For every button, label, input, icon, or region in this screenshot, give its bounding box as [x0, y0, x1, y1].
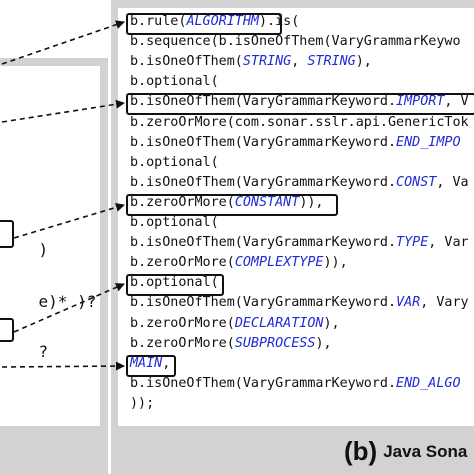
- left-highlight-box-2: [0, 318, 14, 342]
- code-text: , Var: [428, 235, 469, 251]
- code-keyword: IMPORT: [396, 94, 445, 110]
- code-text: b.optional(: [130, 275, 219, 291]
- code-text: b.isOneOfThem(VaryGrammarKeyword.: [130, 174, 397, 190]
- code-line: b.sequence(b.isOneOfThem(VaryGrammarKeyw…: [130, 32, 461, 52]
- code-line: ));: [130, 394, 154, 414]
- code-keyword: END_IMPO: [396, 134, 461, 150]
- code-keyword: STRING: [307, 54, 356, 70]
- arrow-to-main: [1, 361, 125, 371]
- code-text: b.rule(: [130, 14, 187, 29]
- code-keyword: TYPE: [396, 235, 429, 251]
- left-line-repetition: e)* )?: [38, 292, 97, 311]
- code-line: b.isOneOfThem(STRING, STRING),: [130, 52, 372, 72]
- code-panel: b.rule(ALGORITHM).is( b.sequence(b.isOneO…: [118, 8, 474, 426]
- left-highlight-box-1: [0, 220, 14, 248]
- code-text: , Va: [436, 174, 469, 190]
- code-text: b.isOneOfThem(: [130, 54, 243, 70]
- arrow-to-optional: [13, 283, 125, 333]
- highlight-main: [126, 355, 176, 377]
- code-keyword: CONSTANT: [234, 194, 300, 210]
- code-text: , Vary: [420, 295, 469, 311]
- code-text: b.isOneOfThem(VaryGrammarKeyword.: [130, 94, 397, 110]
- panel-b-title: Java Sona: [383, 442, 468, 461]
- left-line-optional: ?: [38, 342, 49, 361]
- code-keyword: COMPLEXTYPE: [234, 255, 324, 271]
- code-line: b.optional(: [130, 213, 219, 233]
- code-keyword: SUBPROCESS: [234, 335, 316, 351]
- code-text: b.zeroOrMore(: [130, 255, 235, 271]
- code-text: b.optional(: [130, 154, 219, 170]
- arrow-to-zeroormore: [13, 202, 125, 239]
- code-line: b.rule(ALGORITHM).is(: [130, 12, 299, 32]
- code-keyword: CONST: [396, 174, 437, 190]
- code-text: b.zeroOrMore(: [130, 194, 235, 210]
- panel-b-tag: (b): [344, 436, 378, 466]
- code-text: b.zeroOrMore(com.sonar.sslr.api.GenericT…: [130, 114, 469, 130]
- code-text: ),: [355, 54, 372, 70]
- code-text: , V: [444, 94, 469, 110]
- code-keyword: ALGORITHM: [186, 14, 259, 29]
- code-line: b.isOneOfThem(VaryGrammarKeyword.VAR, Va…: [130, 293, 469, 313]
- code-text: ).is(: [259, 14, 300, 29]
- code-line: MAIN,: [130, 354, 170, 374]
- code-keyword: STRING: [242, 54, 292, 70]
- code-line: b.optional(: [130, 72, 219, 92]
- arrow-to-isoneofthem: [1, 99, 125, 123]
- code-line: b.isOneOfThem(VaryGrammarKeyword.TYPE, V…: [130, 233, 469, 253]
- code-text: ,: [162, 355, 171, 371]
- code-line: b.zeroOrMore(com.sonar.sslr.api.GenericT…: [130, 113, 469, 133]
- code-line: b.optional(: [130, 153, 219, 173]
- arrow-to-rule: [1, 20, 125, 65]
- code-text: b.optional(: [130, 74, 219, 90]
- code-line: b.isOneOfThem(VaryGrammarKeyword.IMPORT,…: [130, 92, 469, 112]
- code-text: b.zeroOrMore(: [130, 315, 235, 331]
- code-line: b.isOneOfThem(VaryGrammarKeyword.CONST, …: [130, 173, 469, 193]
- code-text: b.isOneOfThem(VaryGrammarKeyword.: [130, 295, 397, 311]
- code-text: b.optional(: [130, 215, 219, 230]
- code-text: ));: [130, 395, 155, 411]
- code-text: b.zeroOrMore(: [130, 335, 235, 351]
- code-text: )),: [323, 255, 348, 271]
- panel-b-caption: (b) Java Sona: [344, 436, 467, 467]
- highlight-optional: [126, 274, 224, 296]
- code-line: b.optional(: [130, 273, 219, 293]
- code-line: b.zeroOrMore(COMPLEXTYPE)),: [130, 253, 348, 273]
- code-text: b.isOneOfThem(VaryGrammarKeyword.: [130, 134, 397, 150]
- code-text: b.sequence(b.isOneOfThem(VaryGrammarKeyw…: [130, 34, 461, 50]
- highlight-isoneofthem-import: [126, 93, 474, 115]
- code-text: b.isOneOfThem(VaryGrammarKeyword.: [130, 375, 397, 391]
- highlight-rule-algorithm: [126, 13, 282, 35]
- code-text: b.isOneOfThem(VaryGrammarKeyword.: [130, 235, 397, 251]
- code-text: ,: [291, 54, 308, 70]
- code-keyword: VAR: [396, 295, 421, 311]
- code-line: b.zeroOrMore(CONSTANT)),: [130, 193, 324, 213]
- code-keyword: DECLARATION: [234, 315, 324, 331]
- highlight-zeroormore-constant: [126, 194, 338, 216]
- code-text: ),: [323, 315, 340, 331]
- code-line: b.isOneOfThem(VaryGrammarKeyword.END_ALG…: [130, 374, 461, 394]
- code-line: b.zeroOrMore(DECLARATION),: [130, 314, 340, 334]
- code-keyword: MAIN: [130, 355, 163, 371]
- code-line: b.zeroOrMore(SUBPROCESS),: [130, 334, 332, 354]
- code-text: ),: [315, 335, 332, 351]
- left-line-paren: ): [38, 240, 49, 259]
- code-line: b.isOneOfThem(VaryGrammarKeyword.END_IMP…: [130, 133, 461, 153]
- code-keyword: END_ALGO: [396, 375, 461, 391]
- code-text: )),: [299, 194, 324, 210]
